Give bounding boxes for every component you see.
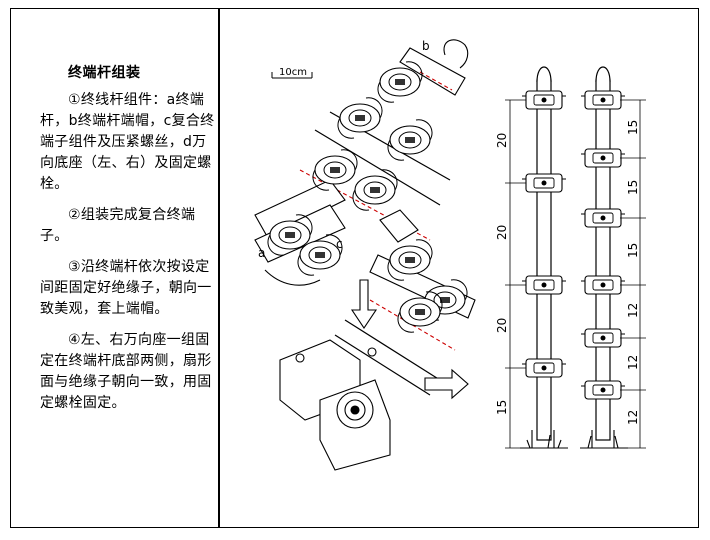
pole-left-dim-4: 15 <box>495 400 509 415</box>
pole-left-insulator-3 <box>521 275 567 295</box>
insulator-exploded-3 <box>387 119 433 161</box>
pole-left-insulator-1 <box>521 90 567 110</box>
label-a: a <box>258 246 265 260</box>
pole-left <box>520 66 568 449</box>
section-title: 终端杆组装 <box>68 65 141 81</box>
insulator-exploded-2 <box>337 97 383 139</box>
pole-right-dim-6: 12 <box>626 410 640 425</box>
pole-right-insulator-6 <box>580 380 626 400</box>
scale-bar: 10cm <box>271 67 313 79</box>
pole-right-insulator-1 <box>580 90 626 110</box>
label-c: c <box>336 237 343 251</box>
column-divider <box>218 8 220 528</box>
scale-label: 10cm <box>279 67 307 78</box>
pole-right-insulator-4 <box>580 275 626 295</box>
insulator-exploded-4 <box>312 149 358 191</box>
right-arrow <box>424 368 469 400</box>
pole-right-dim-5: 12 <box>626 355 640 370</box>
outer-frame <box>10 8 699 528</box>
step-3: ③沿终端杆依次按设定间距固定好绝缘子，朝向一致美观，套上端帽。 <box>40 259 212 317</box>
pole-left-insulator-4 <box>521 358 567 378</box>
step-2: ②组装完成复合终端子。 <box>40 207 196 244</box>
step-1: ①终线杆组件：a终端杆，b终端杆端帽，c复合终端子组件及压紧螺丝，d万向底座（左… <box>40 92 215 192</box>
assembly-drawing: 10cm b a c d <box>254 39 646 471</box>
label-b: b <box>422 39 430 53</box>
pole-left-dim-3: 20 <box>495 318 509 333</box>
pole-right-insulator-2 <box>580 148 626 168</box>
pole-right <box>580 66 628 449</box>
pole-right-dim-3: 15 <box>626 243 640 258</box>
pole-right-dim-1: 15 <box>626 120 640 135</box>
pole-right-dim-2: 15 <box>626 180 640 195</box>
down-arrow <box>350 279 378 329</box>
pole-right-insulator-5 <box>580 328 626 348</box>
pole-right-dims <box>620 99 646 449</box>
step-4: ④左、右万向座一组固定在终端杆底部两侧，扇形面与绝缘子朝向一致，用固定螺栓固定。 <box>40 332 212 411</box>
pole-left-dim-2: 20 <box>495 225 509 240</box>
pole-left-insulator-2 <box>521 173 567 193</box>
instructions-panel: 终端杆组装 ①终线杆组件：a终端杆，b终端杆端帽，c复合终端子组件及压紧螺丝，d… <box>40 62 215 424</box>
pole-left-dims <box>505 99 526 449</box>
pole-right-insulator-3 <box>580 208 626 228</box>
pole-left-dim-1: 20 <box>495 133 509 148</box>
pole-right-dim-4: 12 <box>626 303 640 318</box>
